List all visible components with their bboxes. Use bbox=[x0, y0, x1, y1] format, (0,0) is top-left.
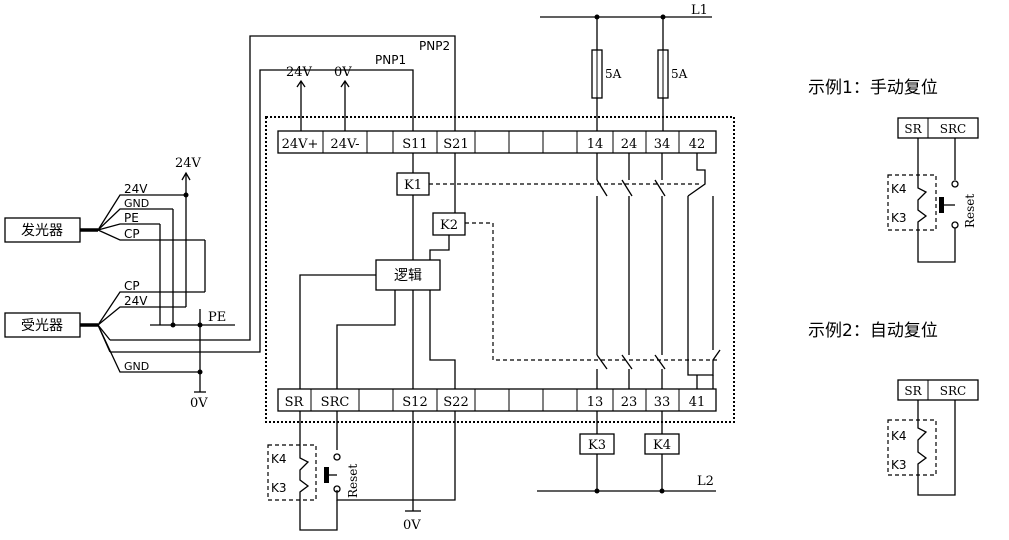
receiver-wire-gnd: GND bbox=[124, 360, 149, 373]
bottom-reset-label: Reset bbox=[346, 464, 360, 498]
ex1-k-group bbox=[887, 174, 937, 231]
line-l1-label: L1 bbox=[691, 3, 708, 18]
coil-k3-label: K3 bbox=[588, 438, 606, 453]
terminal-s21: S21 bbox=[443, 137, 468, 152]
terminal-s11: S11 bbox=[402, 137, 427, 152]
ex1-reset-label: Reset bbox=[963, 194, 977, 228]
terminal-sr: SR bbox=[285, 395, 305, 410]
relay-k1-label: K1 bbox=[404, 178, 422, 193]
terminal-34: 34 bbox=[654, 137, 671, 152]
emitter-wire-gnd: GND bbox=[124, 197, 149, 210]
emitter-wire-24v: 24V bbox=[124, 182, 148, 196]
terminal-s22: S22 bbox=[443, 395, 468, 410]
ex2-k3: K3 bbox=[891, 458, 907, 472]
ex2-src: SRC bbox=[940, 384, 966, 398]
s12-0v-label: 0V bbox=[403, 518, 421, 533]
bottom-k4-label: K4 bbox=[271, 452, 287, 466]
ex1-k4: K4 bbox=[891, 182, 907, 196]
terminal-13: 13 bbox=[587, 395, 604, 410]
bottom-terminal-strip: SR SRC S12 S22 13 23 33 41 bbox=[277, 388, 717, 412]
emitter: 发光器 24V GND PE CP bbox=[4, 182, 205, 243]
example-1-manual-reset: 示例1：手动复位 SR SRC K4 K3 Reset bbox=[808, 78, 979, 263]
emitter-wire-pe: PE bbox=[124, 211, 139, 225]
terminal-src: SRC bbox=[321, 395, 350, 410]
ex1-src: SRC bbox=[940, 122, 966, 136]
bottom-k3-label: K3 bbox=[271, 481, 287, 495]
ex2-sr: SR bbox=[904, 384, 922, 398]
ex2-k4: K4 bbox=[891, 429, 907, 443]
line-l2-label: L2 bbox=[697, 474, 714, 489]
receiver-wire-cp: CP bbox=[124, 279, 140, 293]
ex2-k-group bbox=[887, 419, 937, 476]
receiver: 受光器 CP 24V GND bbox=[4, 279, 205, 373]
top-terminal-strip: 24V+ 24V- S11 S21 14 24 34 42 bbox=[277, 130, 717, 154]
example-2-auto-reset: 示例2：自动复位 SR SRC K4 K3 bbox=[808, 321, 979, 496]
ex1-reset-button-icon bbox=[939, 197, 944, 213]
logic-block bbox=[375, 259, 441, 291]
example-1-title: 示例1：手动复位 bbox=[808, 78, 938, 98]
terminal-33: 33 bbox=[654, 395, 671, 410]
terminal-24v-minus: 24V- bbox=[330, 137, 359, 152]
receiver-wire-24v: 24V bbox=[124, 294, 148, 308]
relay-k2-label: K2 bbox=[440, 218, 458, 233]
sensor-rails: 24V PE 0V bbox=[150, 156, 235, 411]
fuse-2-label: 5A bbox=[671, 67, 688, 81]
s12-ground: 0V bbox=[403, 411, 421, 533]
rail-0v-label: 0V bbox=[190, 396, 208, 411]
logic-block-label: 逻辑 bbox=[394, 268, 422, 284]
reset-k3k4-group bbox=[267, 444, 317, 501]
terminal-41: 41 bbox=[689, 395, 706, 410]
receiver-label: 受光器 bbox=[21, 318, 63, 334]
terminal-42: 42 bbox=[689, 137, 706, 152]
coil-k4-label: K4 bbox=[653, 438, 671, 453]
pnp1-label: PNP1 bbox=[375, 53, 406, 67]
emitter-label: 发光器 bbox=[21, 223, 63, 239]
emitter-wire-cp: CP bbox=[124, 227, 140, 241]
output-contacts bbox=[596, 153, 721, 389]
supply-24v-label: 24V bbox=[286, 65, 313, 80]
pnp2-label: PNP2 bbox=[419, 39, 450, 53]
ex1-sr: SR bbox=[904, 122, 922, 136]
power-lines: L1 5A 5A K3 K4 L2 bbox=[537, 3, 716, 494]
terminal-s12: S12 bbox=[402, 395, 427, 410]
module-outline bbox=[265, 116, 735, 423]
supply-feeds: 24V 0V PNP1 PNP2 bbox=[110, 35, 456, 353]
bottom-reset-circuit: K4 K3 Reset bbox=[267, 411, 360, 531]
terminal-23: 23 bbox=[621, 395, 638, 410]
reset-contact-bottom bbox=[333, 485, 341, 493]
terminal-24v-plus: 24V+ bbox=[282, 137, 319, 152]
terminal-14: 14 bbox=[587, 137, 604, 152]
example-2-title: 示例2：自动复位 bbox=[808, 321, 938, 341]
relay-module: 24V+ 24V- S11 S21 14 24 34 42 SR SRC S12 bbox=[265, 116, 735, 423]
terminal-24: 24 bbox=[621, 137, 638, 152]
reset-button-icon bbox=[324, 467, 329, 483]
rail-24v-label: 24V bbox=[175, 156, 202, 171]
ex1-k3: K3 bbox=[891, 211, 907, 225]
supply-0v-label: 0V bbox=[334, 65, 352, 80]
reset-contact-top bbox=[333, 453, 341, 461]
fuse-1-label: 5A bbox=[605, 67, 622, 81]
rail-pe-label: PE bbox=[208, 310, 226, 325]
